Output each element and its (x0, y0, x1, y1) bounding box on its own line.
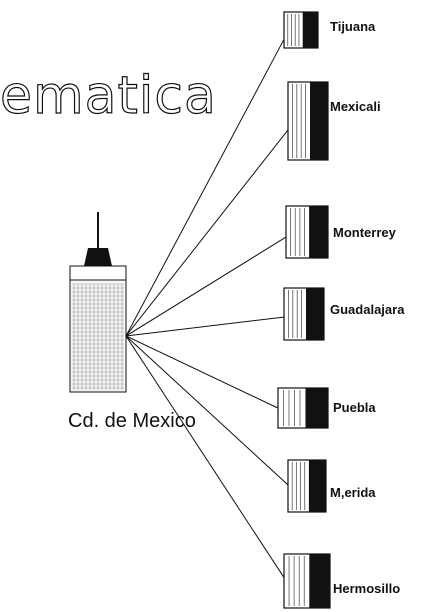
building-icon (283, 11, 319, 49)
building-icon (283, 287, 325, 341)
connection-line (125, 335, 289, 584)
city-label: Hermosillo (333, 581, 401, 596)
connection-line (125, 316, 289, 337)
city-label: M,erida (330, 485, 376, 500)
page-title: ematica (0, 65, 217, 126)
city-label: Mexicali (330, 99, 381, 114)
building-icon (285, 205, 329, 259)
building-icon (277, 387, 329, 429)
building-icon (287, 81, 329, 161)
city-label: Monterrey (333, 225, 396, 240)
skyscraper-icon (69, 212, 127, 393)
connection-line (125, 31, 289, 337)
connection-line (125, 124, 293, 337)
building-icon (287, 459, 327, 513)
city-label: Tijuana (330, 19, 376, 34)
connection-line (125, 234, 291, 337)
building-icon (283, 553, 331, 609)
city-label: Guadalajara (330, 302, 405, 317)
connection-line (125, 335, 283, 411)
hub-label: Cd. de Mexico (68, 410, 196, 432)
connection-line (125, 335, 293, 489)
city-label: Puebla (333, 400, 376, 415)
